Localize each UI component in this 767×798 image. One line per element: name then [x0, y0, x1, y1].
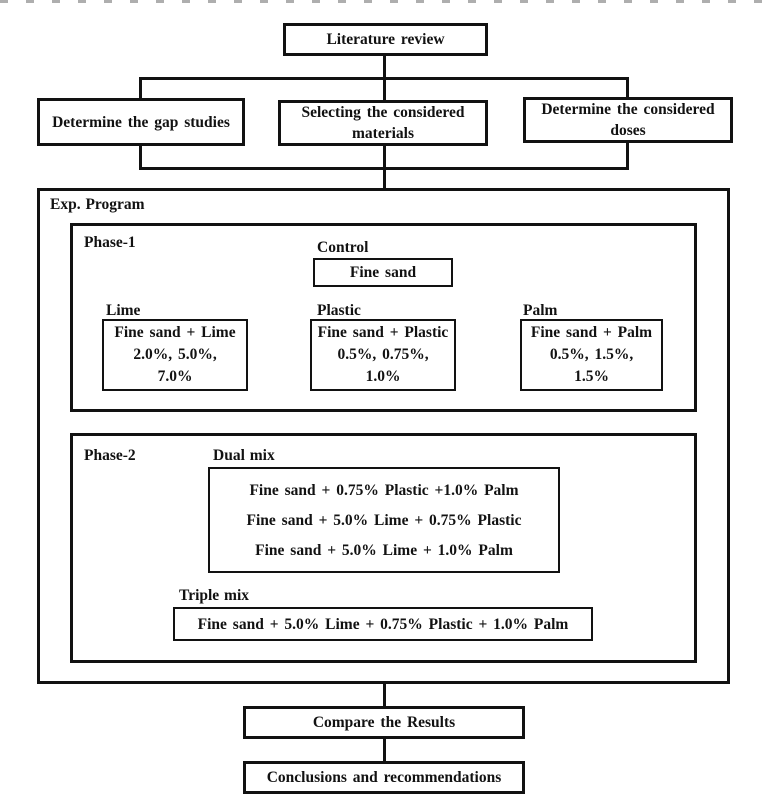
connector-program-to-compare: [383, 684, 386, 706]
control-group-label: Control: [317, 239, 369, 256]
lime-group-label: Lime: [106, 302, 141, 319]
node-dual-line2: Fine sand + 5.0% Lime + 0.75% Plastic: [246, 511, 522, 529]
plastic-group-label: Plastic: [317, 302, 361, 319]
node-conclusions: Conclusions and recommendations: [243, 761, 525, 794]
node-palm-line1: Fine sand + Palm: [530, 324, 653, 341]
connector-bottom-left-rise: [139, 146, 142, 170]
node-triple-line1: Fine sand + 5.0% Lime + 0.75% Plastic + …: [197, 615, 569, 633]
node-doses: Determine the considered doses: [523, 97, 733, 143]
dual-mix-label: Dual mix: [213, 447, 275, 464]
node-palm-line2: 0.5%, 1.5%,: [549, 346, 634, 363]
node-palm-line3: 1.5%: [574, 368, 609, 385]
node-gap-studies-label: Determine the gap studies: [52, 113, 230, 131]
node-dual-mix: Fine sand + 0.75% Plastic +1.0% Palm Fin…: [208, 467, 560, 573]
node-materials: Selecting the considered materials: [278, 100, 488, 146]
node-compare-results: Compare the Results: [243, 706, 525, 739]
connector-center-to-program: [383, 146, 386, 188]
node-plastic-mix: Fine sand + Plastic 0.5%, 0.75%, 1.0%: [310, 319, 456, 391]
node-lime-line3: 7.0%: [157, 368, 193, 385]
node-triple-mix: Fine sand + 5.0% Lime + 0.75% Plastic + …: [173, 607, 593, 641]
node-fine-sand-line: Fine sand: [349, 264, 417, 281]
node-materials-line2: materials: [352, 125, 414, 142]
node-compare-results-label: Compare the Results: [312, 714, 456, 731]
node-palm-mix: Fine sand + Palm 0.5%, 1.5%, 1.5%: [520, 319, 663, 391]
top-dashed-border: [0, 0, 767, 3]
node-fine-sand: Fine sand: [313, 258, 453, 287]
connector-top-left-drop: [139, 77, 142, 98]
node-dual-line1: Fine sand + 0.75% Plastic +1.0% Palm: [249, 481, 519, 499]
node-gap-studies: Determine the gap studies: [37, 98, 245, 146]
connector-bottom-right-rise: [626, 143, 629, 170]
node-plastic-line1: Fine sand + Plastic: [317, 324, 449, 341]
palm-group-label: Palm: [523, 302, 558, 319]
node-doses-line2: doses: [610, 122, 646, 139]
node-conclusions-label: Conclusions and recommendations: [266, 769, 502, 786]
node-lime-line2: 2.0%, 5.0%,: [133, 346, 217, 363]
node-lime-line1: Fine sand + Lime: [114, 324, 236, 341]
phase1-label: Phase-1: [84, 234, 136, 251]
node-dual-line3: Fine sand + 5.0% Lime + 1.0% Palm: [255, 541, 513, 559]
connector-top-horizontal: [139, 77, 629, 80]
node-literature-review: Literature review: [283, 23, 488, 56]
node-doses-line1: Determine the considered: [541, 101, 715, 118]
node-materials-line1: Selecting the considered: [301, 104, 465, 121]
node-plastic-line2: 0.5%, 0.75%,: [337, 346, 429, 363]
node-lime-mix: Fine sand + Lime 2.0%, 5.0%, 7.0%: [102, 319, 248, 391]
triple-mix-label: Triple mix: [179, 587, 250, 604]
connector-top-right-drop: [626, 77, 629, 98]
node-plastic-line3: 1.0%: [365, 368, 401, 385]
exp-program-label: Exp. Program: [50, 196, 145, 213]
connector-compare-to-conclusions: [383, 739, 386, 761]
node-literature-review-label: Literature review: [326, 31, 445, 48]
phase2-label: Phase-2: [84, 447, 136, 464]
